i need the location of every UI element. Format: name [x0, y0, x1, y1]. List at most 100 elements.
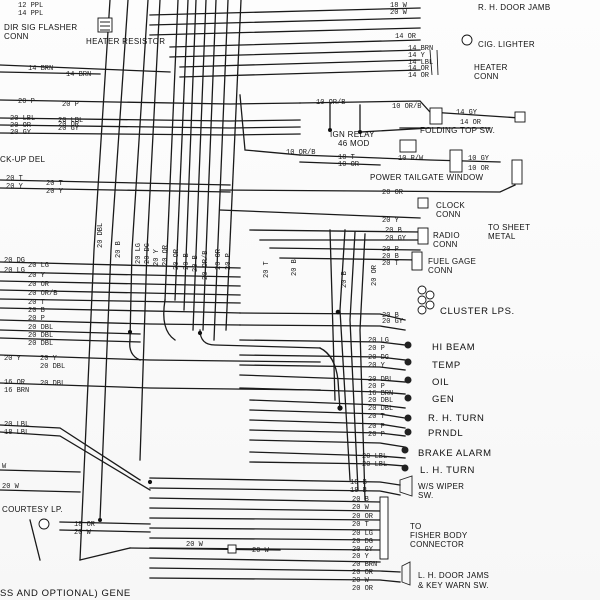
wire-tag: 20 DBL	[28, 340, 53, 348]
wire-tag: 20 DBL	[368, 405, 393, 413]
kick-up-del-label: CK-UP DEL	[0, 155, 45, 164]
clock-conn-symbol	[417, 197, 429, 209]
wire-tag: 20 T	[28, 299, 45, 307]
wire-tag: 20 LG	[368, 337, 389, 345]
cluster-lps-label: CLUSTER LPS.	[440, 306, 515, 317]
wire-tag: 14 OR	[460, 119, 482, 127]
ign-relay-symbol	[399, 139, 417, 153]
wire-tag: 20 LG	[28, 262, 49, 270]
wire-tags: 18 W 20 W 14 OR 14 BRN 14 Y 14 LBL 14 OR…	[2, 2, 490, 593]
wire-tag: 20 LG	[352, 530, 373, 538]
wire-tag: 20 Y	[40, 355, 58, 363]
wire-tag: 20 OR	[162, 244, 170, 266]
junctions	[98, 128, 362, 522]
wire-tag: 20 B	[183, 253, 191, 270]
wire-tag: 14 OR	[408, 72, 430, 80]
power-tailgate-window-label: POWER TAILGATE WINDOW	[370, 173, 484, 182]
temp-label: TEMP	[432, 360, 461, 371]
wire-tag: 20 Y	[4, 355, 22, 363]
wire-tag: 20 P	[62, 101, 79, 109]
tailgate-switch-symbol	[449, 149, 463, 173]
wire-tag: 20 DG	[352, 538, 373, 546]
to-sheet-metal-label-2: METAL	[488, 232, 516, 241]
wire-tag: 20 P	[368, 383, 385, 391]
wire-tag: 20 OR	[371, 264, 379, 286]
wire-tag: 14 BRN	[66, 71, 91, 79]
wire-tag: 18 B	[350, 479, 367, 487]
wire-tag: 20 GY	[352, 546, 374, 554]
wire-tag: 20 OR	[352, 585, 374, 593]
wire-tag: 20 B	[341, 271, 349, 288]
wire-tag: 20 W	[352, 504, 370, 512]
wire-tag: 20 DBL	[368, 397, 393, 405]
wire-tag: 20 OR/B	[202, 251, 210, 280]
wire-tag: 20 LBL	[10, 115, 35, 123]
wire-tag: 20 OR	[58, 121, 80, 129]
wire-tag: 20 B	[385, 227, 402, 235]
wire-tag: 20 Y	[46, 188, 64, 196]
wire-tag: 16 BRN	[368, 390, 393, 398]
wire-tag: 20 P	[28, 315, 45, 323]
dir-sig-flasher-conn-label: CONN	[4, 32, 29, 41]
fisher-connector-label: CONNECTOR	[410, 540, 464, 549]
wire-tag: 10 OR/B	[316, 99, 345, 107]
wire-tag: 20 OR	[382, 189, 404, 197]
wire-tag: 20 DG	[4, 257, 25, 265]
wire-tag: 20 DBL	[97, 223, 105, 248]
wire-tag: 20 GY	[385, 235, 407, 243]
ws-wiper-label: W/S WIPER	[418, 482, 464, 491]
wire-tag: 18 W	[390, 2, 408, 10]
wire-tag: 20 B	[382, 312, 399, 320]
wire-tag: 14 OR	[408, 65, 430, 73]
courtesy-lamp-symbol	[38, 518, 50, 530]
wire-tag: 20 P	[18, 98, 35, 106]
wire-tag: 14 BRN	[28, 65, 53, 73]
wire-tag: 20 W	[2, 483, 20, 491]
wire-tag: 14 BRN	[408, 45, 433, 53]
to-fisher-label: TO	[410, 522, 422, 531]
fisher-body-label: FISHER BODY	[410, 531, 468, 540]
lh-door-jams-label: L. H. DOOR JAMS	[418, 571, 489, 580]
wire-tag: 20 P	[225, 253, 233, 270]
fuel-gage-conn-label-2: CONN	[428, 266, 453, 275]
oil-label: OIL	[432, 377, 449, 388]
heater-conn-label-2: CONN	[474, 72, 499, 81]
folding-top-switch-symbol	[429, 107, 443, 125]
wire-tag: 20 DBL	[40, 380, 65, 388]
wire-tag: 20 B	[192, 255, 200, 272]
wire-tag: 20 OR	[10, 122, 32, 130]
wiper-switch-symbol	[399, 475, 413, 497]
wire-tag: 20 OR	[352, 569, 374, 577]
wire-tag: 20 LBL	[362, 453, 387, 461]
wire-tag: 20 LG	[135, 243, 143, 264]
wire-tag: 20 P	[382, 246, 399, 254]
wire-tag: 20 GY	[382, 318, 404, 326]
wire-tag: 20 LG	[4, 267, 25, 275]
wire-tag: 20 T	[46, 180, 63, 188]
rh-door-jamb-label: R. H. DOOR JAMB	[478, 3, 551, 12]
wire-tag: 14 Y	[408, 52, 426, 60]
wire-tag: 10 OR	[338, 161, 360, 169]
wire-tag: 16 OR	[4, 379, 26, 387]
wire-tag: 20 Y	[382, 217, 400, 225]
wire-tag: 20 T	[263, 261, 271, 278]
wire-tag: 20 W	[352, 577, 370, 585]
wire-tag: 20 GY	[58, 125, 80, 133]
wire-tag: 20 GY	[10, 129, 32, 137]
cluster-lamps-symbol	[417, 285, 435, 315]
wire-tag: 10 GY	[468, 155, 490, 163]
radio-conn-label-2: CONN	[433, 240, 458, 249]
wire-tag: 20 DBL	[368, 376, 393, 384]
dir-sig-flasher-label: DIR SIG FLASHER	[4, 23, 77, 32]
heater-conn-symbol	[429, 49, 439, 76]
heater-resistor-symbol	[97, 17, 113, 33]
brake-alarm-label: BRAKE ALARM	[418, 448, 492, 459]
wire-tag: 20 DBL	[28, 324, 53, 332]
ign-relay-label-2: 46 MOD	[338, 139, 370, 148]
fisher-body-connector-symbol	[379, 496, 389, 560]
wire-tag: 10 OR/B	[392, 103, 421, 111]
wire-tag: 20 T	[382, 260, 399, 268]
wire-tag: 20 W	[186, 541, 204, 549]
hi-beam-label: HI BEAM	[432, 342, 475, 353]
